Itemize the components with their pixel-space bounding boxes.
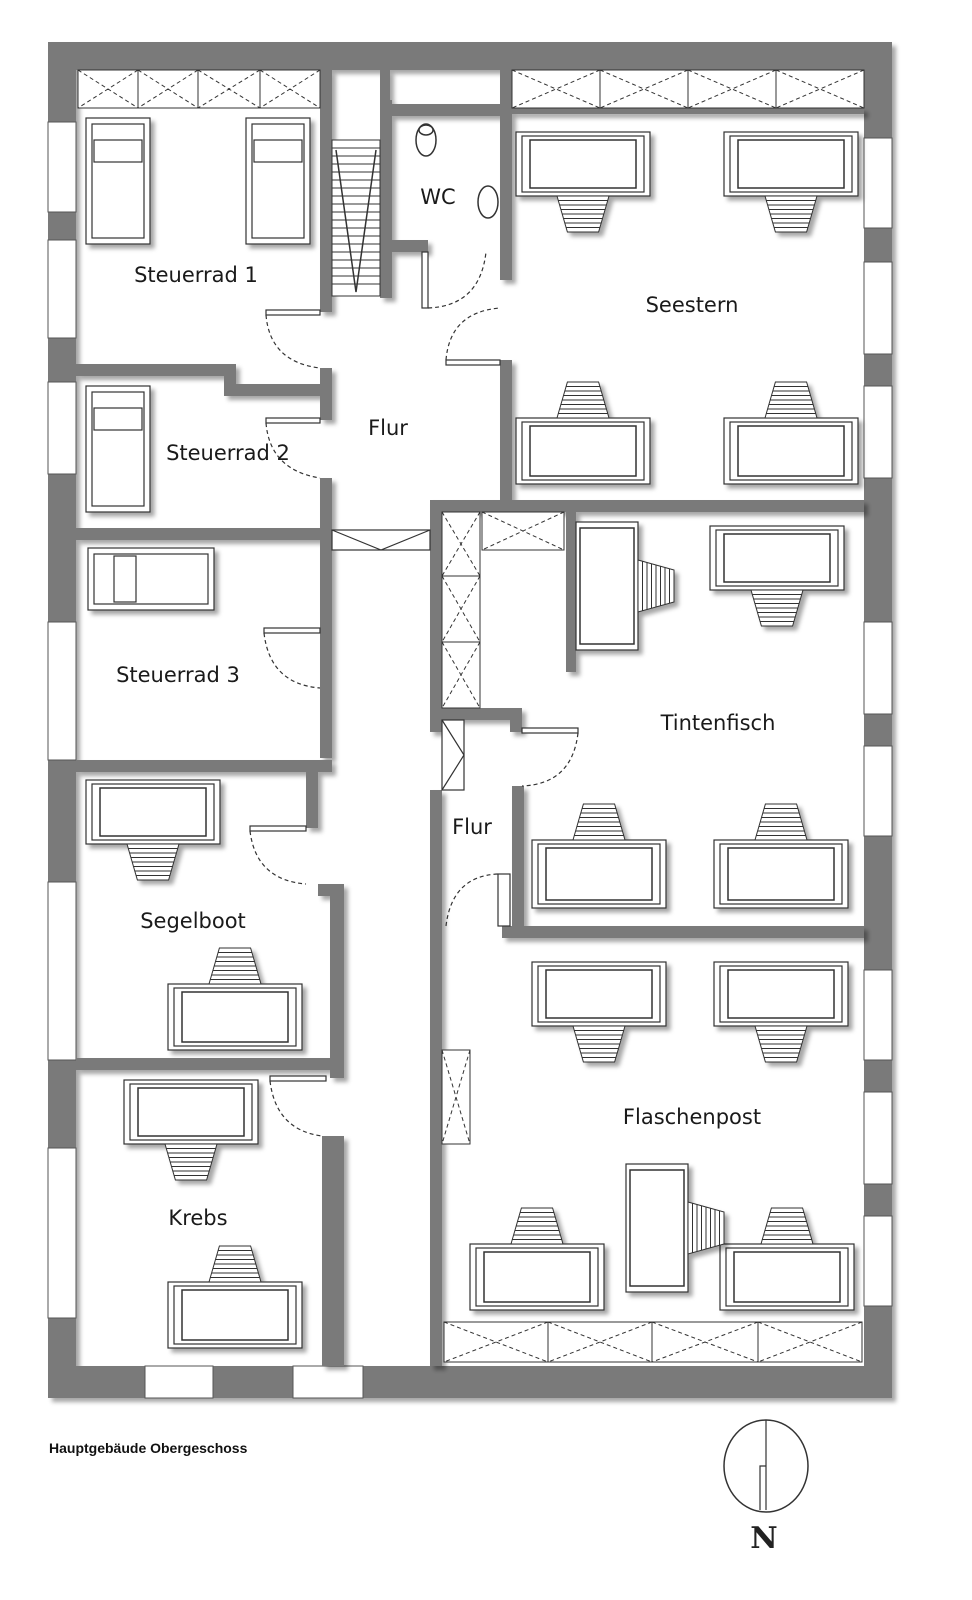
desk-group [531, 803, 667, 909]
desk-group [723, 131, 859, 233]
staircase [331, 139, 381, 297]
room-label-steuerrad-1: Steuerrad 1 [134, 263, 258, 287]
room-label-wc: WC [420, 185, 455, 209]
desk-group [531, 961, 667, 1063]
desk-group [167, 1245, 303, 1349]
room-label-steuerrad-2: Steuerrad 2 [166, 441, 290, 465]
desk-group [469, 1207, 605, 1311]
cabinets [77, 69, 865, 1363]
corridor-gates [331, 529, 511, 927]
windows [47, 121, 893, 1399]
doors [249, 251, 579, 1137]
room-label-flur-mid: Flur [452, 815, 492, 839]
desk-group [713, 961, 849, 1063]
room-label-seestern: Seestern [646, 293, 739, 317]
wc-fixtures [415, 123, 499, 219]
interior-walls [76, 70, 864, 1366]
desk-groups [85, 131, 859, 1349]
desk-group [719, 1207, 855, 1311]
desk-group [123, 1079, 259, 1181]
desk-group [515, 381, 651, 485]
desk-group [709, 525, 845, 627]
room-label-tintenfisch: Tintenfisch [660, 711, 776, 735]
room-label-segelboot: Segelboot [140, 909, 246, 933]
desk-group [625, 1163, 725, 1293]
room-label-krebs: Krebs [168, 1206, 227, 1230]
room-label-flaschenpost: Flaschenpost [623, 1105, 761, 1129]
desk-group [85, 779, 221, 881]
room-labels: Steuerrad 1 Steuerrad 2 Steuerrad 3 WC F… [116, 185, 775, 1230]
room-label-flur-top: Flur [368, 416, 408, 440]
desk-group [167, 947, 303, 1051]
beds [85, 117, 311, 611]
north-label: N [750, 1521, 777, 1556]
desk-group [515, 131, 651, 233]
north-arrow: N [723, 1419, 809, 1556]
desk-group [713, 803, 849, 909]
desk-group [575, 521, 675, 651]
desk-group [723, 381, 859, 485]
room-label-steuerrad-3: Steuerrad 3 [116, 663, 240, 687]
plan-caption: Hauptgebäude Obergeschoss [49, 1440, 248, 1456]
